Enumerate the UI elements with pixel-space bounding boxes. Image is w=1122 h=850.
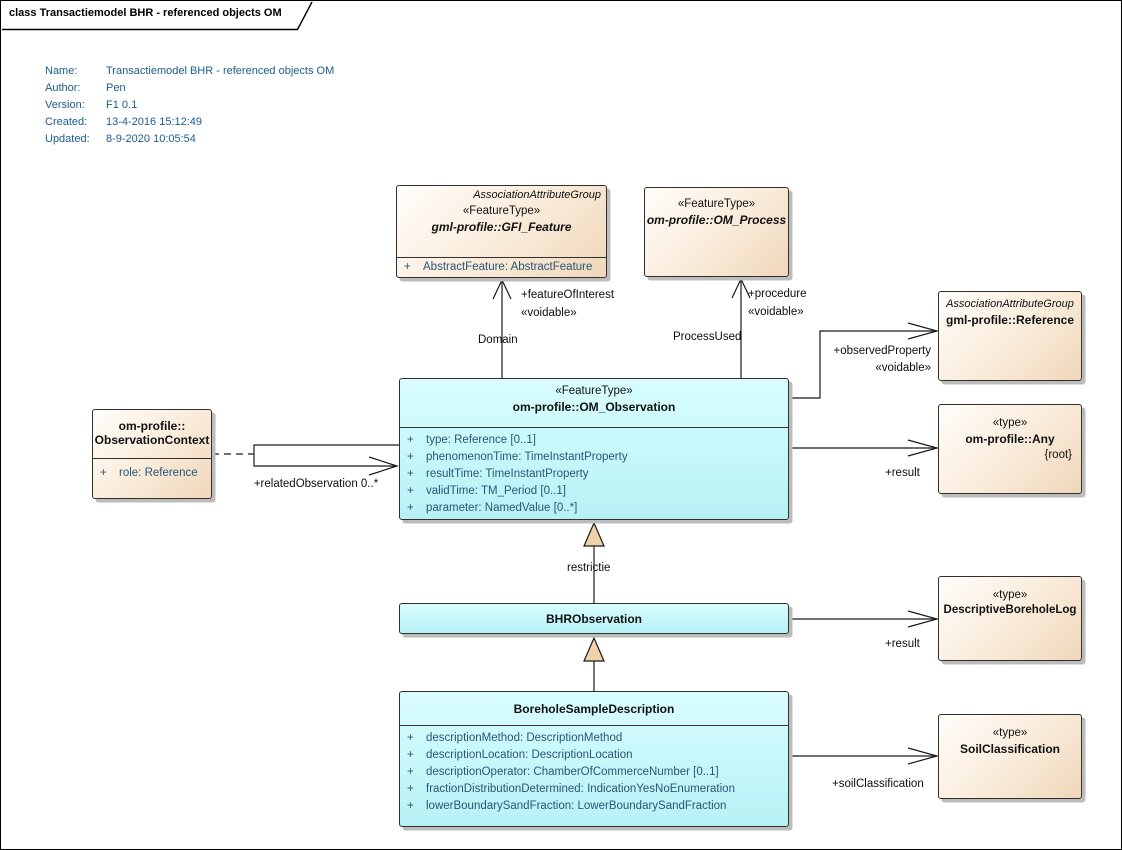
attribute-visibility: + — [407, 732, 414, 744]
attribute-row[interactable]: + validTime: TM_Period [0..1] — [400, 483, 788, 500]
attribute-visibility: + — [407, 749, 414, 761]
metadata-row: Name: Transactiemodel BHR - referenced o… — [45, 63, 334, 80]
group-tag: AssociationAttributeGroup — [946, 298, 1074, 310]
attribute-text: AbstractFeature: AbstractFeature — [423, 261, 593, 273]
class-name: om-profile::OM_Process — [646, 213, 787, 227]
diagram-title: class Transactiemodel BHR - referenced o… — [9, 7, 282, 19]
label-observed-property-voidable: «voidable» — [875, 362, 931, 374]
class-name: BoreholeSampleDescription — [513, 701, 675, 716]
class-observation-context[interactable]: om-profile:: ObservationContext + role: … — [92, 409, 212, 499]
attribute-row[interactable]: + lowerBoundarySandFraction: LowerBounda… — [400, 798, 788, 815]
class-name: om-profile::Any — [965, 432, 1055, 446]
class-name: DescriptiveBoreholeLog — [943, 604, 1077, 616]
label-soil-classification: +soilClassification — [832, 778, 924, 790]
diagram-metadata: Name: Transactiemodel BHR - referenced o… — [45, 63, 334, 148]
attribute-row[interactable]: + parameter: NamedValue [0..*] — [400, 500, 788, 517]
label-domain: Domain — [478, 334, 518, 346]
metadata-label: Created: — [45, 116, 88, 128]
attribute-row[interactable]: + phenomenonTime: TimeInstantProperty — [400, 449, 788, 466]
attribute-row[interactable]: + resultTime: TimeInstantProperty — [400, 466, 788, 483]
class-name: BHRObservation — [545, 611, 643, 626]
attribute-text: type: Reference [0..1] — [426, 434, 536, 446]
attribute-visibility: + — [407, 783, 414, 795]
metadata-value: Pen — [106, 82, 126, 94]
attribute-row[interactable]: + descriptionMethod: DescriptionMethod — [400, 730, 788, 747]
root-tag: {root} — [1044, 449, 1073, 461]
class-soil-classification[interactable]: «type» SoilClassification — [938, 714, 1082, 799]
metadata-row: Updated: 8-9-2020 10:05:54 — [45, 131, 334, 148]
metadata-row: Created: 13-4-2016 15:12:49 — [45, 114, 334, 131]
metadata-row: Author: Pen — [45, 80, 334, 97]
class-om-process[interactable]: «FeatureType» om-profile::OM_Process — [644, 187, 789, 277]
attribute-visibility: + — [407, 434, 414, 446]
attribute-visibility: + — [407, 766, 414, 778]
label-observation-result: +result — [885, 467, 920, 479]
stereotype: «FeatureType» — [677, 198, 756, 210]
attribute-text: descriptionLocation: DescriptionLocation — [426, 749, 633, 761]
class-gfi-feature[interactable]: AssociationAttributeGroup «FeatureType» … — [396, 185, 607, 278]
metadata-value: F1 0.1 — [106, 99, 138, 111]
label-feature-of-interest-voidable: «voidable» — [521, 307, 577, 319]
stereotype: «FeatureType» — [462, 205, 541, 217]
metadata-label: Name: — [45, 65, 78, 77]
class-name: gml-profile::Reference — [945, 313, 1075, 327]
attribute-text: descriptionMethod: DescriptionMethod — [426, 732, 623, 744]
label-restrictie: restrictie — [567, 562, 611, 574]
attribute-text: resultTime: TimeInstantProperty — [426, 468, 589, 480]
attribute-visibility: + — [407, 485, 414, 497]
class-borehole-sample-description[interactable]: BoreholeSampleDescription + descriptionM… — [399, 691, 789, 827]
class-any[interactable]: «type» om-profile::Any {root} — [938, 404, 1082, 494]
attribute-text: validTime: TM_Period [0..1] — [426, 485, 566, 497]
attribute-row[interactable]: + AbstractFeature: AbstractFeature — [397, 259, 606, 276]
metadata-row: Version: F1 0.1 — [45, 97, 334, 114]
class-name: gml-profile::GFI_Feature — [431, 220, 572, 234]
attribute-row[interactable]: + fractionDistributionDetermined: Indica… — [400, 781, 788, 798]
attribute-text: role: Reference — [119, 467, 198, 479]
attribute-visibility: + — [407, 502, 414, 514]
class-descriptive-borehole-log[interactable]: «type» DescriptiveBoreholeLog — [938, 576, 1082, 661]
attribute-visibility: + — [404, 261, 411, 273]
group-tag: AssociationAttributeGroup — [473, 189, 601, 201]
class-name-line1: om-profile:: — [118, 419, 186, 433]
metadata-value: Transactiemodel BHR - referenced objects… — [106, 65, 335, 77]
label-procedure-voidable: «voidable» — [748, 306, 804, 318]
metadata-label: Version: — [45, 99, 85, 111]
stereotype: «type» — [992, 417, 1028, 429]
label-feature-of-interest: +featureOfInterest — [521, 289, 615, 301]
label-process-used: ProcessUsed — [673, 331, 742, 343]
attribute-row[interactable]: + descriptionOperator: ChamberOfCommerce… — [400, 764, 788, 781]
class-reference[interactable]: AssociationAttributeGroup gml-profile::R… — [938, 291, 1082, 381]
class-bhr-observation[interactable]: BHRObservation — [399, 603, 789, 634]
class-name-line2: ObservationContext — [94, 433, 210, 447]
attribute-text: fractionDistributionDetermined: Indicati… — [426, 783, 735, 795]
class-name: SoilClassification — [959, 742, 1061, 756]
attribute-visibility: + — [407, 468, 414, 480]
metadata-value: 8-9-2020 10:05:54 — [106, 133, 196, 145]
attribute-text: parameter: NamedValue [0..*] — [426, 502, 578, 514]
label-observed-property: +observedProperty — [833, 345, 932, 357]
label-procedure: +procedure — [748, 288, 807, 300]
attribute-row[interactable]: + descriptionLocation: DescriptionLocati… — [400, 747, 788, 764]
stereotype: «type» — [992, 727, 1028, 739]
class-om-observation[interactable]: «FeatureType» om-profile::OM_Observation… — [399, 378, 789, 520]
attribute-text: descriptionOperator: ChamberOfCommerceNu… — [426, 766, 719, 778]
attribute-text: lowerBoundarySandFraction: LowerBoundary… — [426, 800, 727, 812]
label-related-observation: +relatedObservation 0..* — [253, 478, 379, 490]
attribute-visibility: + — [407, 451, 414, 463]
class-name: om-profile::OM_Observation — [512, 400, 676, 414]
stereotype: «type» — [992, 589, 1028, 601]
metadata-label: Author: — [45, 82, 81, 94]
attribute-text: phenomenonTime: TimeInstantProperty — [426, 451, 628, 463]
attribute-visibility: + — [100, 467, 107, 479]
stereotype: «FeatureType» — [555, 385, 633, 397]
attribute-row[interactable]: + role: Reference — [93, 465, 211, 482]
metadata-label: Updated: — [45, 133, 90, 145]
metadata-value: 13-4-2016 15:12:49 — [106, 116, 203, 128]
label-bhr-result: +result — [885, 638, 920, 650]
attribute-visibility: + — [407, 800, 414, 812]
attribute-row[interactable]: + type: Reference [0..1] — [400, 432, 788, 449]
